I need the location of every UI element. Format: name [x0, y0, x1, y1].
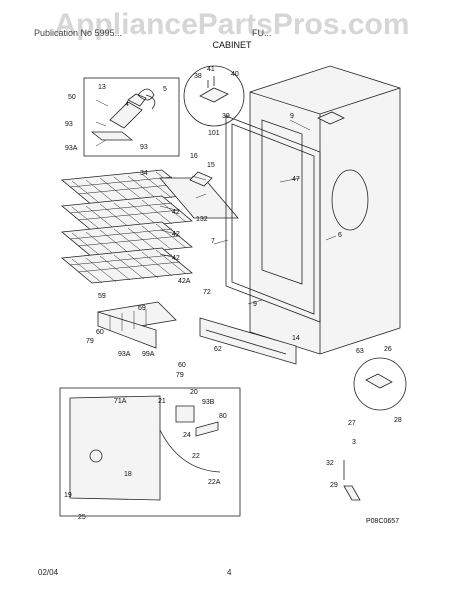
callout: 80 [219, 413, 227, 420]
cabinet-body [249, 65, 401, 355]
callout: 42 [172, 209, 180, 216]
back-panel-inset-box [59, 387, 241, 517]
callout: 93A [65, 145, 78, 152]
freezer-basket [97, 301, 177, 349]
callout: 19 [64, 492, 72, 499]
footer-date: 02/04 [38, 568, 59, 577]
callout: 42A [178, 278, 191, 285]
leveler-detail-circle [353, 357, 407, 411]
publication-number: Publication No 5995... [34, 28, 123, 38]
fan-inset-box [83, 77, 180, 157]
door-gasket [225, 115, 321, 323]
callout: 13 [98, 84, 106, 91]
callout: 63 [356, 348, 364, 355]
callout: 62 [214, 346, 222, 353]
callout: 26 [384, 346, 392, 353]
back-panel [69, 395, 161, 501]
callout: 21 [158, 398, 166, 405]
callout: 24 [183, 432, 191, 439]
callout: 9 [290, 113, 294, 120]
wire-shelves [61, 169, 193, 284]
callout: 14 [292, 335, 300, 342]
callout: 32 [326, 460, 334, 467]
callout: 132 [196, 216, 208, 223]
callout: 93 [65, 121, 73, 128]
callout: 99A [142, 351, 155, 358]
callout: 42 [172, 231, 180, 238]
callout: 93A [118, 351, 131, 358]
callout: 15 [207, 162, 215, 169]
callout: 101 [208, 130, 220, 137]
bracket-inset-circle [183, 65, 245, 127]
callout: 4 [125, 101, 129, 108]
callout: 41 [207, 66, 215, 73]
callout: 34 [140, 170, 148, 177]
leveling-leg [343, 485, 361, 501]
callout: 38 [194, 73, 202, 80]
callout: 60 [178, 362, 186, 369]
callout: 29 [330, 482, 338, 489]
callout: 3 [352, 439, 356, 446]
shelf-support-strip [159, 177, 239, 219]
callout: 79 [86, 338, 94, 345]
callout: 40 [231, 71, 239, 78]
callout: 79 [176, 372, 184, 379]
callout: 9 [253, 301, 257, 308]
callout: 20 [190, 389, 198, 396]
callout: 93 [140, 144, 148, 151]
callout: 27 [348, 420, 356, 427]
model-number: FU... [252, 28, 272, 38]
watermark: AppliancePartsPros.com [54, 8, 410, 41]
callout: 18 [124, 471, 132, 478]
callout: 93B [202, 399, 215, 406]
callout: 7 [211, 238, 215, 245]
callout: 28 [394, 417, 402, 424]
callout: 6 [338, 232, 342, 239]
footer-page-number: 4 [227, 568, 232, 577]
callout: 25 [78, 514, 86, 521]
callout: 50 [68, 94, 76, 101]
callout: 69 [138, 305, 146, 312]
callout: 47 [292, 176, 300, 183]
diagram-code: P08C0657 [366, 518, 399, 525]
callout-labels: 41 38 40 5 13 50 4 93 93A 93 39 101 9 16… [64, 66, 402, 521]
callout: 39 [222, 113, 230, 120]
callout: 59 [98, 293, 106, 300]
callout: 71A [114, 398, 127, 405]
fan-motor-assembly [90, 88, 156, 141]
callout: 22A [208, 479, 221, 486]
callout: 22 [192, 453, 200, 460]
callout: 42 [172, 255, 180, 262]
section-title: CABINET [212, 40, 252, 50]
callout: 72 [203, 289, 211, 296]
kick-plate [199, 317, 297, 365]
callout: 5 [163, 86, 167, 93]
callout: 60 [96, 329, 104, 336]
callout: 16 [190, 153, 198, 160]
